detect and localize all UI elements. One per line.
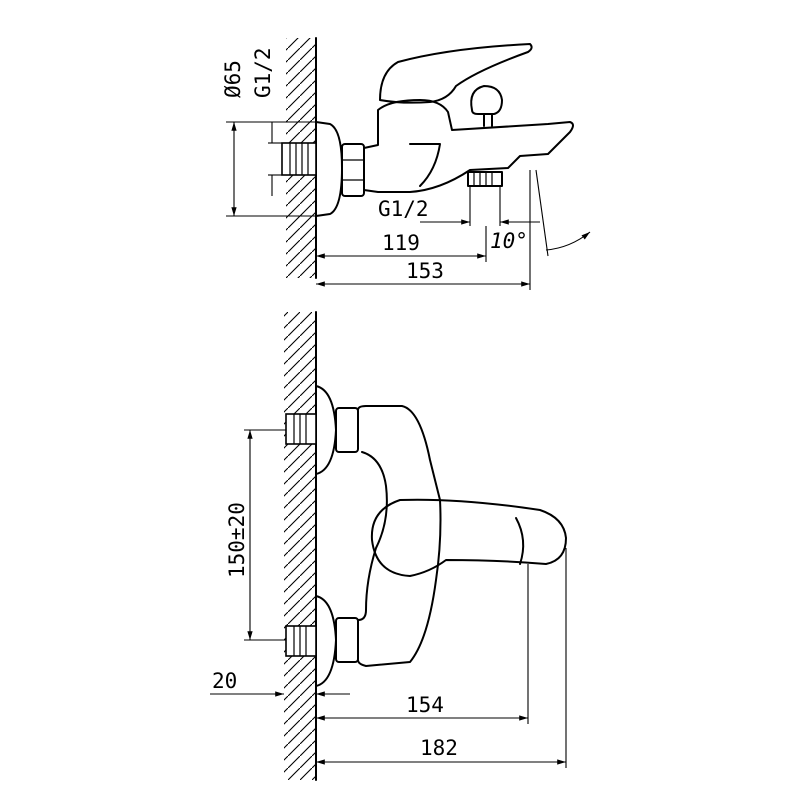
wall-offset-label: 20 bbox=[212, 669, 237, 693]
body-inner-contour bbox=[409, 143, 441, 187]
shower-outlet-thread bbox=[467, 171, 503, 226]
mixer-body bbox=[363, 99, 574, 193]
dimension-119: 119 bbox=[316, 226, 487, 262]
dim-182-label: 182 bbox=[420, 736, 458, 760]
dimension-182: 182 bbox=[316, 548, 567, 768]
lever-handle-front bbox=[370, 498, 567, 577]
dim-119-label: 119 bbox=[382, 231, 420, 255]
dimension-154: 154 bbox=[316, 564, 529, 724]
mixer-body-front bbox=[357, 405, 442, 667]
dimension-153: 153 bbox=[316, 259, 531, 290]
diameter-label: Ø65 bbox=[221, 60, 245, 98]
wall-connector-thread bbox=[281, 142, 317, 176]
wall-offset-dimension: 20 bbox=[210, 669, 350, 700]
angle-dimension: 10° bbox=[490, 169, 591, 262]
outlet-thread-label: G1/2 bbox=[378, 197, 429, 221]
lower-connector bbox=[285, 595, 359, 687]
lever-handle bbox=[379, 43, 533, 104]
thread-dimension-outlet: G1/2 bbox=[378, 197, 540, 225]
dim-154-label: 154 bbox=[406, 693, 444, 717]
wall-front bbox=[284, 311, 317, 781]
center-distance-dimension: 150±20 bbox=[225, 429, 286, 641]
wall-thread-label: G1/2 bbox=[251, 47, 275, 98]
center-distance-label: 150±20 bbox=[225, 502, 249, 578]
top-view: Ø65 G1/2 G1/2 10° 119 bbox=[221, 37, 591, 290]
thread-dimension-wall: G1/2 bbox=[251, 47, 282, 196]
front-view: 150±20 20 154 182 bbox=[210, 311, 567, 781]
dim-153-label: 153 bbox=[406, 259, 444, 283]
diameter-dimension: Ø65 bbox=[221, 60, 316, 217]
wall-flange bbox=[315, 121, 343, 217]
angle-label: 10° bbox=[490, 229, 528, 253]
lever-handle-edge bbox=[515, 517, 525, 565]
upper-connector bbox=[285, 385, 359, 475]
diverter-knob bbox=[470, 85, 503, 127]
hex-nut bbox=[341, 143, 365, 197]
